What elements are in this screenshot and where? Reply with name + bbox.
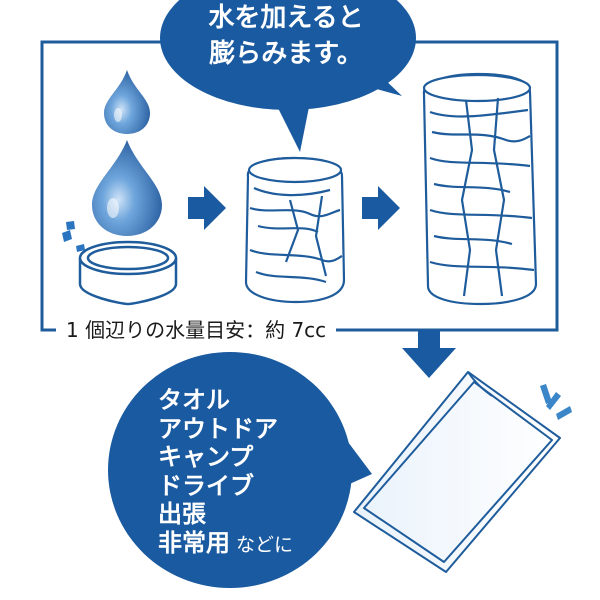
use-case-item: タオル xyxy=(158,386,230,414)
sparkle-icon xyxy=(540,384,572,420)
fully-expanded-towel-icon xyxy=(422,72,538,306)
speech-bubble-top xyxy=(160,0,416,152)
use-case-item-last: 非常用などに xyxy=(158,529,358,560)
use-case-item: ドライブ xyxy=(158,471,254,500)
arrow-down-icon xyxy=(402,330,456,378)
flat-towel-icon xyxy=(353,371,561,573)
arrow-right-icon xyxy=(362,186,400,230)
splash-icon xyxy=(62,221,85,252)
use-cases-list: タオル アウトドア キャンプ ドライブ 出張 非常用などに xyxy=(158,386,358,559)
water-amount-caption: 1 個辺りの水量目安：約 7cc xyxy=(56,316,337,344)
use-case-item: キャンプ xyxy=(158,443,254,471)
use-case-item: アウトドア xyxy=(158,414,278,443)
compressed-tablet-icon xyxy=(78,240,178,306)
use-case-suffix: などに xyxy=(236,533,294,556)
half-expanded-towel-icon xyxy=(244,156,346,304)
callout-line-1: 水を加えると xyxy=(208,3,364,33)
arrow-right-icon xyxy=(188,186,226,230)
speech-bubble-uses xyxy=(108,352,372,588)
use-case-item: 非常用 xyxy=(158,528,230,557)
callout-top-text: 水を加えると 膨らみます。 xyxy=(170,0,402,72)
water-drop-icon xyxy=(104,70,150,134)
callout-line-2: 膨らみます。 xyxy=(209,39,363,69)
use-case-item: 出張 xyxy=(158,500,206,528)
water-drop-icon xyxy=(92,140,162,236)
